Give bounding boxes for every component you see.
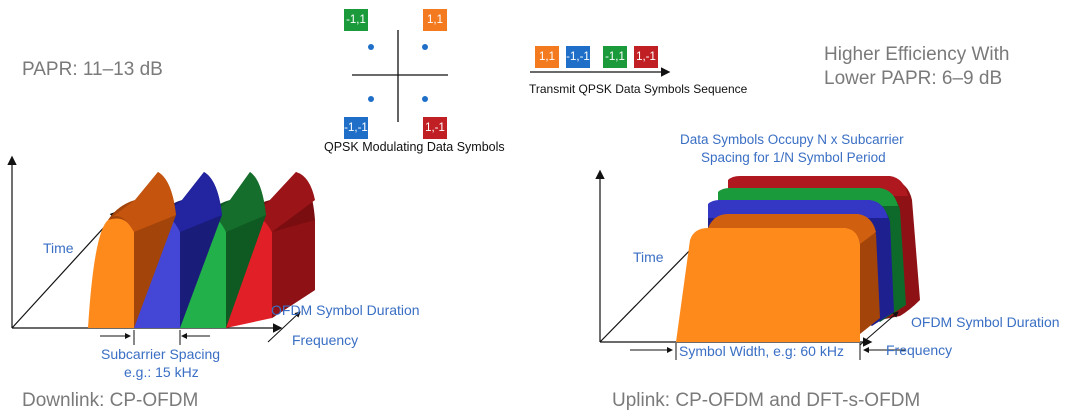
constellation-symbol-box: 1,-1 bbox=[423, 117, 447, 139]
constellation-symbol-box: 1,1 bbox=[423, 9, 447, 31]
subcarrier-orange bbox=[88, 172, 176, 328]
downlink-frequency-label: Frequency bbox=[292, 332, 359, 348]
downlink-caption: Downlink: CP-OFDM bbox=[22, 390, 199, 411]
constellation-symbol-box: -1,-1 bbox=[344, 117, 368, 139]
uplink-caption: Uplink: CP-OFDM and DFT-s-OFDM bbox=[612, 390, 921, 411]
subcarrier-spacing-label: Subcarrier Spacing bbox=[101, 346, 221, 362]
uplink-orange bbox=[676, 214, 880, 342]
constellation-point bbox=[368, 44, 374, 50]
sequence-caption: Transmit QPSK Data Symbols Sequence bbox=[529, 82, 748, 96]
constellation-caption: QPSK Modulating Data Symbols bbox=[324, 140, 505, 154]
sequence-symbol-box: -1,-1 bbox=[566, 46, 590, 68]
downlink-time-label: Time bbox=[43, 240, 74, 256]
constellation-symbol-box: -1,1 bbox=[344, 9, 368, 31]
uplink-symbol-shapes bbox=[676, 176, 920, 342]
constellation-axes bbox=[352, 30, 448, 122]
uplink-width-markers bbox=[630, 311, 905, 360]
downlink-subcarrier-shapes bbox=[88, 172, 315, 328]
subcarrier-spacing-value: e.g.: 15 kHz bbox=[124, 364, 199, 380]
constellation-point bbox=[368, 96, 374, 102]
occupy-line-2: Spacing for 1/N Symbol Period bbox=[701, 150, 886, 165]
efficiency-line-1: Higher Efficiency With bbox=[824, 44, 1010, 65]
symbol-width-label: Symbol Width, e.g: 60 kHz bbox=[679, 343, 844, 359]
efficiency-line-2: Lower PAPR: 6–9 dB bbox=[824, 68, 1003, 89]
constellation-point bbox=[422, 44, 428, 50]
occupy-line-1: Data Symbols Occupy N x Subcarrier bbox=[680, 132, 904, 147]
constellation-point bbox=[422, 96, 428, 102]
downlink-spacing-markers bbox=[100, 311, 301, 345]
downlink-papr-label: PAPR: 11–13 dB bbox=[22, 59, 163, 80]
sequence-symbol-box: 1,-1 bbox=[634, 46, 658, 68]
uplink-frequency-label: Frequency bbox=[886, 342, 953, 358]
uplink-ofdm-symbol-duration: OFDM Symbol Duration bbox=[911, 314, 1060, 330]
sequence-symbol-box: -1,1 bbox=[603, 46, 627, 68]
downlink-ofdm-symbol-duration: OFDM Symbol Duration bbox=[271, 302, 420, 318]
sequence-symbol-box: 1,1 bbox=[535, 46, 559, 68]
uplink-time-label: Time bbox=[633, 249, 664, 265]
